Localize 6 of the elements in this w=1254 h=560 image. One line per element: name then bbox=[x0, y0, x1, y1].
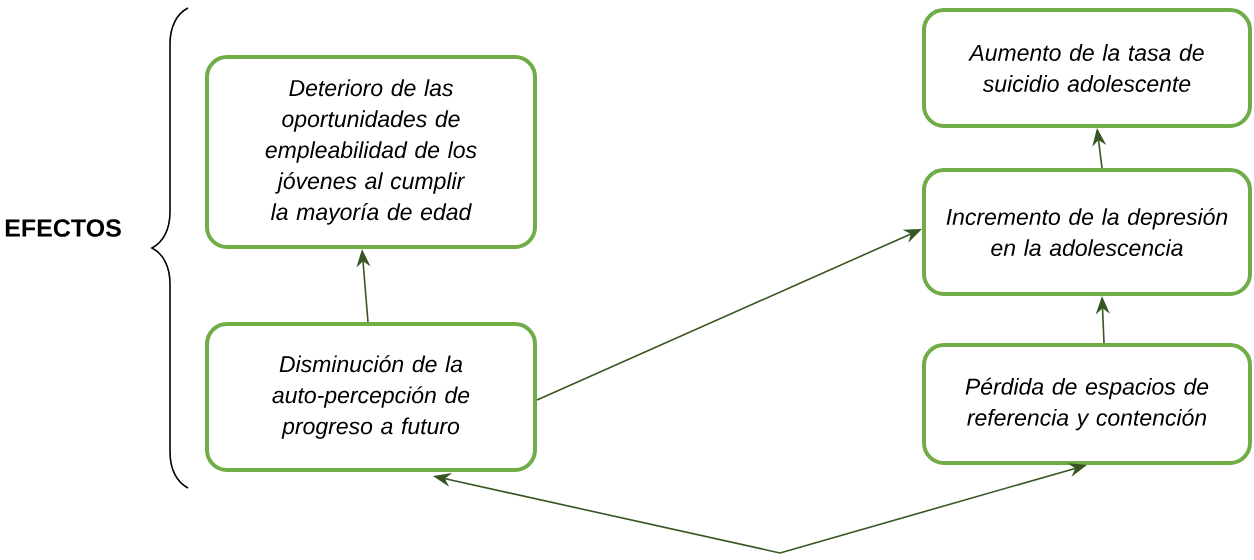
effect-box: Incremento de la depresión en la adolescencia bbox=[922, 168, 1252, 296]
effect-box: Deterioro de las oportunidades de empleabilidad de los jóvenes al cumplir la mayoría de edad bbox=[205, 55, 537, 249]
effect-box: Disminución de la auto-percepción de progreso a futuro bbox=[205, 322, 537, 472]
effect-box: Aumento de la tasa de suicidio adolescente bbox=[922, 8, 1252, 128]
side-label: EFECTOS bbox=[5, 219, 121, 237]
effect-box: Pérdida de espacios de referencia y contención bbox=[922, 343, 1252, 465]
